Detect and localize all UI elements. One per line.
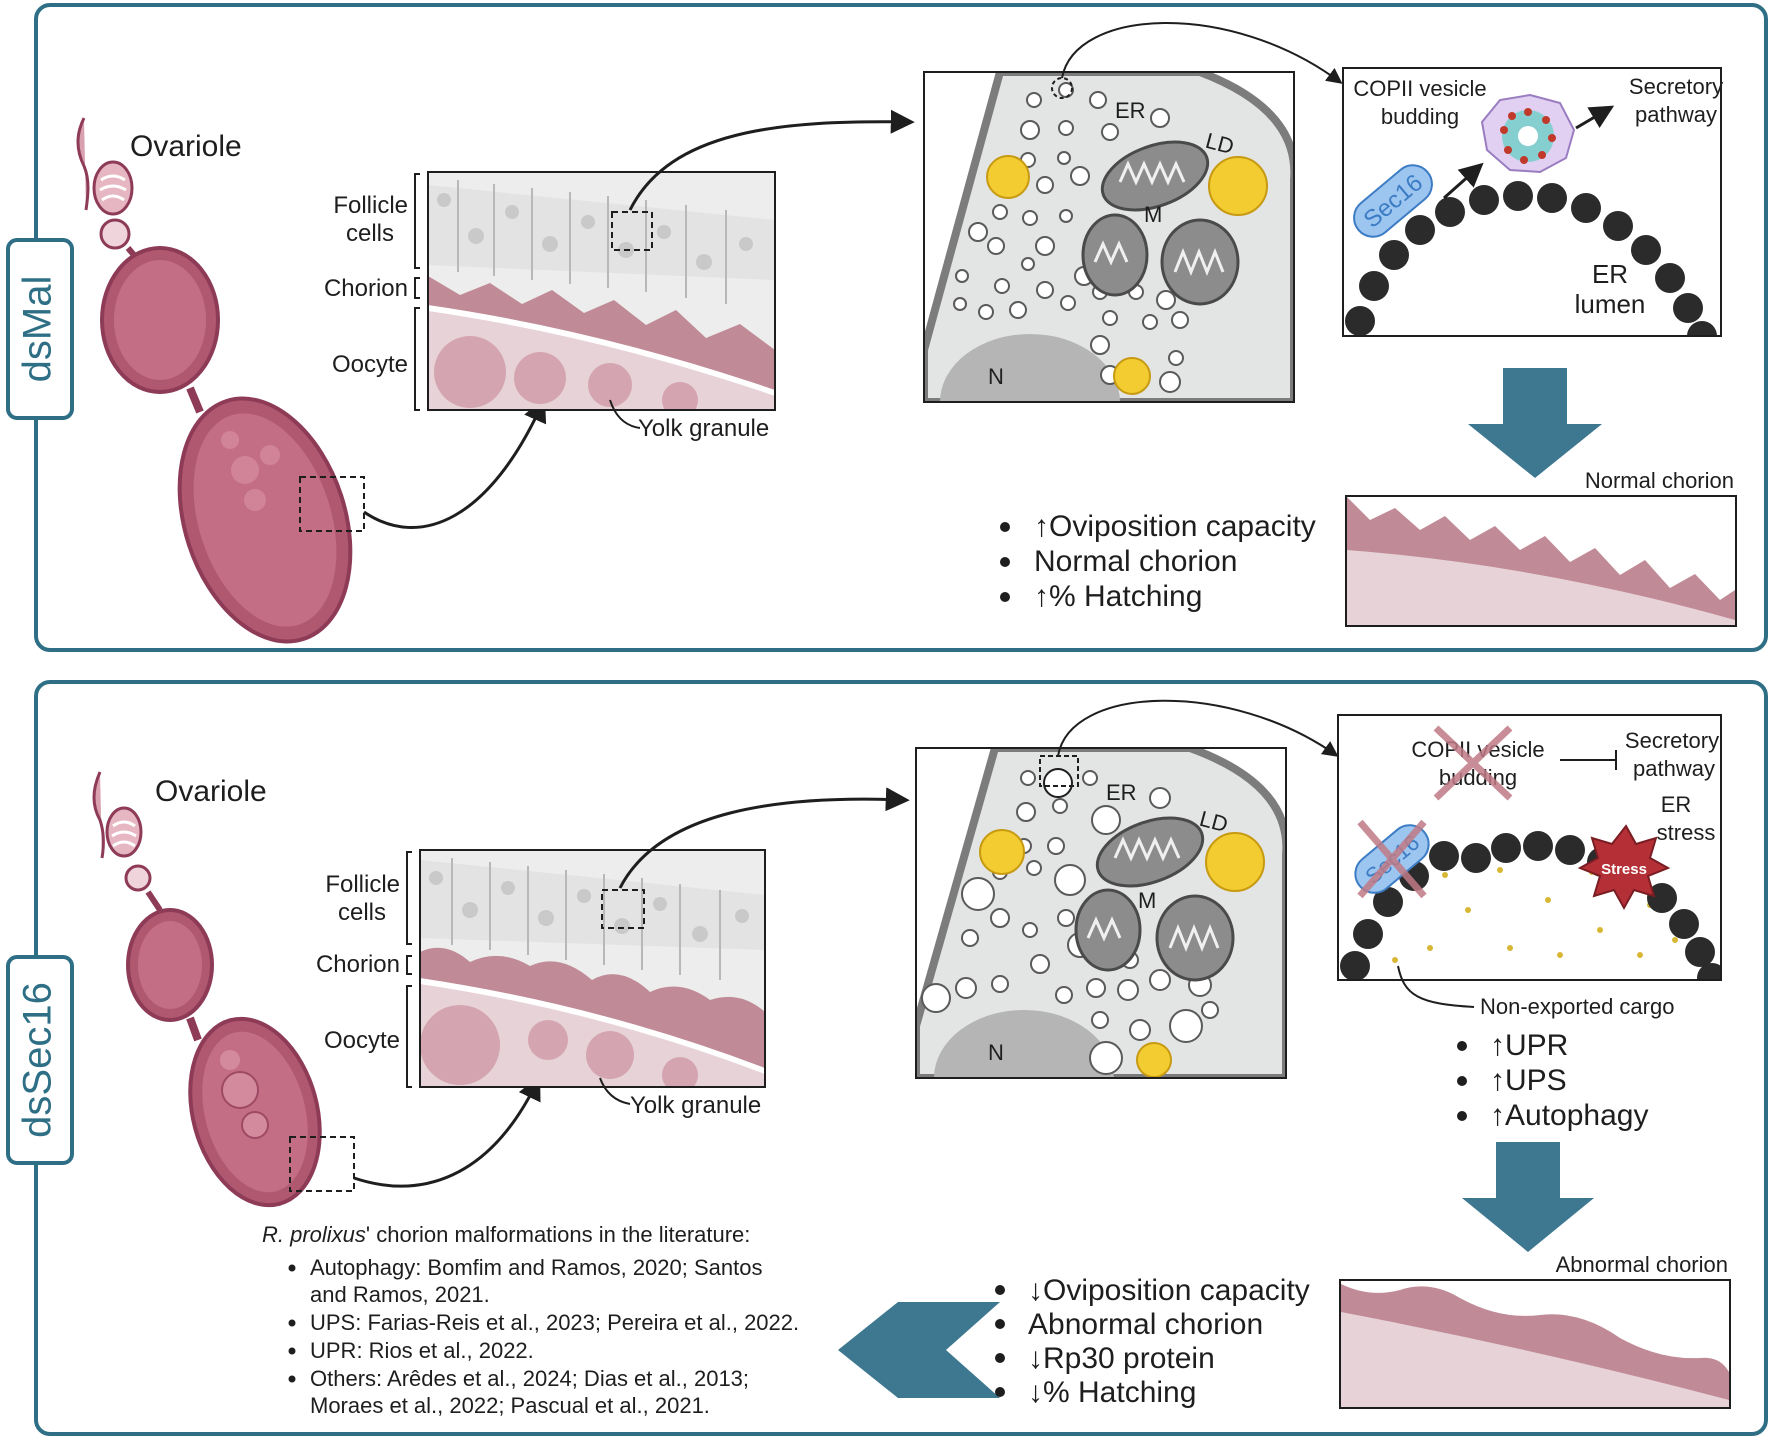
literature-item: Others: Arêdes et al., 2024; Dias et al.…	[310, 1366, 749, 1391]
zoom-arrow	[363, 397, 547, 529]
follicle-cell-zoom: ER LD M N	[923, 71, 1295, 403]
copii-label-2: budding	[1381, 104, 1459, 129]
panel-tag: dsMal	[6, 238, 74, 420]
blocked-x-icon	[1433, 725, 1513, 801]
zoom-arrow	[618, 787, 910, 889]
er-zoom-box: Sec16 COPII vesicle budding Secretory pa…	[1342, 67, 1723, 337]
literature-item: Autophagy: Bomfim and Ramos, 2020; Santo…	[310, 1255, 762, 1280]
panel-tag: dsSec16	[6, 955, 74, 1165]
down-arrow	[1462, 1142, 1594, 1252]
cell-label-n: N	[988, 364, 1004, 389]
zoom-arrow	[353, 1075, 541, 1188]
cargo-label: Non-exported cargo	[1480, 994, 1674, 1019]
secretory-label-2: pathway	[1633, 756, 1715, 781]
panel-tag-label: dsMal	[16, 276, 60, 383]
chorion-label: Chorion	[316, 951, 400, 978]
outcome-list: ↓Oviposition capacity Abnormal chorion ↓…	[995, 1274, 1310, 1409]
secretory-label: Secretory	[1625, 728, 1719, 753]
outcome-item: Normal chorion	[1034, 545, 1237, 578]
sec16-protein-icon: Sec16	[1354, 819, 1430, 899]
secretory-label: Secretory	[1629, 74, 1723, 99]
chorion-label: Chorion	[324, 275, 408, 302]
outcome-item: ↓Rp30 protein	[1028, 1342, 1215, 1375]
outcome-list: ↑Oviposition capacity Normal chorion ↑% …	[1000, 510, 1316, 613]
literature-title-species: R. prolixus	[262, 1222, 366, 1247]
oocyte-label: Oocyte	[332, 351, 408, 378]
chorion-title: Abnormal chorion	[1556, 1252, 1728, 1277]
ovariole-label: Ovariole	[130, 130, 242, 163]
stress-burst-icon: Stress	[1577, 824, 1671, 911]
cell-label-er: ER	[1106, 780, 1137, 805]
left-arrow	[838, 1302, 1000, 1398]
outcome-item: ↑Oviposition capacity	[1034, 510, 1316, 543]
cargo-pointer	[1397, 965, 1475, 1008]
er-stress-label: ER	[1661, 792, 1692, 817]
literature-title: R. prolixus' chorion malformations in th…	[262, 1222, 750, 1247]
cell-label-er: ER	[1115, 98, 1146, 123]
blocked-x-icon	[1357, 819, 1427, 899]
ovariole-label: Ovariole	[155, 775, 267, 808]
cell-label-m: M	[1138, 888, 1156, 913]
secretory-label-2: pathway	[1635, 102, 1717, 127]
chorion-result: Normal chorion	[1345, 468, 1737, 627]
inhibition-icon	[1560, 750, 1617, 770]
zoom-box	[299, 476, 365, 532]
copii-vesicle-icon	[1480, 93, 1576, 174]
outcome-item: ↓% Hatching	[1028, 1376, 1196, 1409]
follicle-cell-zoom: ER LD M N	[915, 747, 1287, 1079]
er-lumen-label-2: lumen	[1575, 289, 1646, 319]
response-list: ↑UPR ↑UPS ↑Autophagy	[1457, 1029, 1648, 1132]
follicle-label: Follicle	[333, 192, 408, 219]
yolk-label: Yolk granule	[638, 415, 769, 442]
zoom-arrow	[1057, 699, 1339, 757]
literature-references: R. prolixus' chorion malformations in th…	[262, 1222, 799, 1418]
stress-burst-label: Stress	[1601, 861, 1647, 878]
tissue-section: Follicle cells Chorion Oocyte Yolk granu…	[316, 849, 766, 1119]
outcome-item: Abnormal chorion	[1028, 1308, 1263, 1341]
response-item: ↑UPR	[1490, 1029, 1568, 1062]
panel-dsmal: dsMal Ovariole	[6, 3, 1768, 652]
follicle-label-cells: cells	[346, 220, 394, 247]
yolk-label: Yolk granule	[630, 1092, 761, 1119]
er-zoom-box: Sec16 COPII vesicle budding Secretory pa…	[1337, 714, 1722, 981]
panel-tag-label: dsSec16	[16, 982, 60, 1138]
outcome-item: ↓Oviposition capacity	[1028, 1274, 1310, 1307]
zoom-arrow	[628, 109, 915, 211]
literature-item: UPR: Rios et al., 2022.	[310, 1338, 534, 1363]
er-stress-label-2: stress	[1657, 820, 1716, 845]
tissue-section: Follicle cells Chorion Oocyte Yolk granu…	[324, 171, 776, 442]
oocyte-label: Oocyte	[324, 1027, 400, 1054]
literature-title-rest: ' chorion malformations in the literatur…	[366, 1222, 750, 1247]
ovariole-illustration: Ovariole	[76, 117, 365, 644]
literature-item-cont: and Ramos, 2021.	[310, 1282, 490, 1307]
literature-item: UPS: Farias-Reis et al., 2023; Pereira e…	[310, 1310, 799, 1335]
ovariole-illustration: Ovariole	[92, 771, 355, 1208]
literature-item-cont: Moraes et al., 2022; Pascual et al., 202…	[310, 1393, 710, 1418]
chorion-title: Normal chorion	[1585, 468, 1734, 493]
zoom-box	[289, 1136, 355, 1192]
copii-label: COPII vesicle	[1353, 76, 1486, 101]
chorion-result: Abnormal chorion	[1339, 1252, 1731, 1409]
response-item: ↑Autophagy	[1490, 1099, 1648, 1132]
zoom-arrow	[1061, 22, 1343, 84]
follicle-label-cells: cells	[338, 899, 386, 926]
response-item: ↑UPS	[1490, 1064, 1567, 1097]
panel-dssec16: dsSec16 Ovariole	[6, 680, 1768, 1436]
follicle-label: Follicle	[325, 871, 400, 898]
outcome-item: ↑% Hatching	[1034, 580, 1202, 613]
cell-label-n: N	[988, 1040, 1004, 1065]
down-arrow	[1468, 368, 1602, 478]
cell-label-m: M	[1144, 202, 1162, 227]
er-lumen-label: ER	[1592, 259, 1628, 289]
